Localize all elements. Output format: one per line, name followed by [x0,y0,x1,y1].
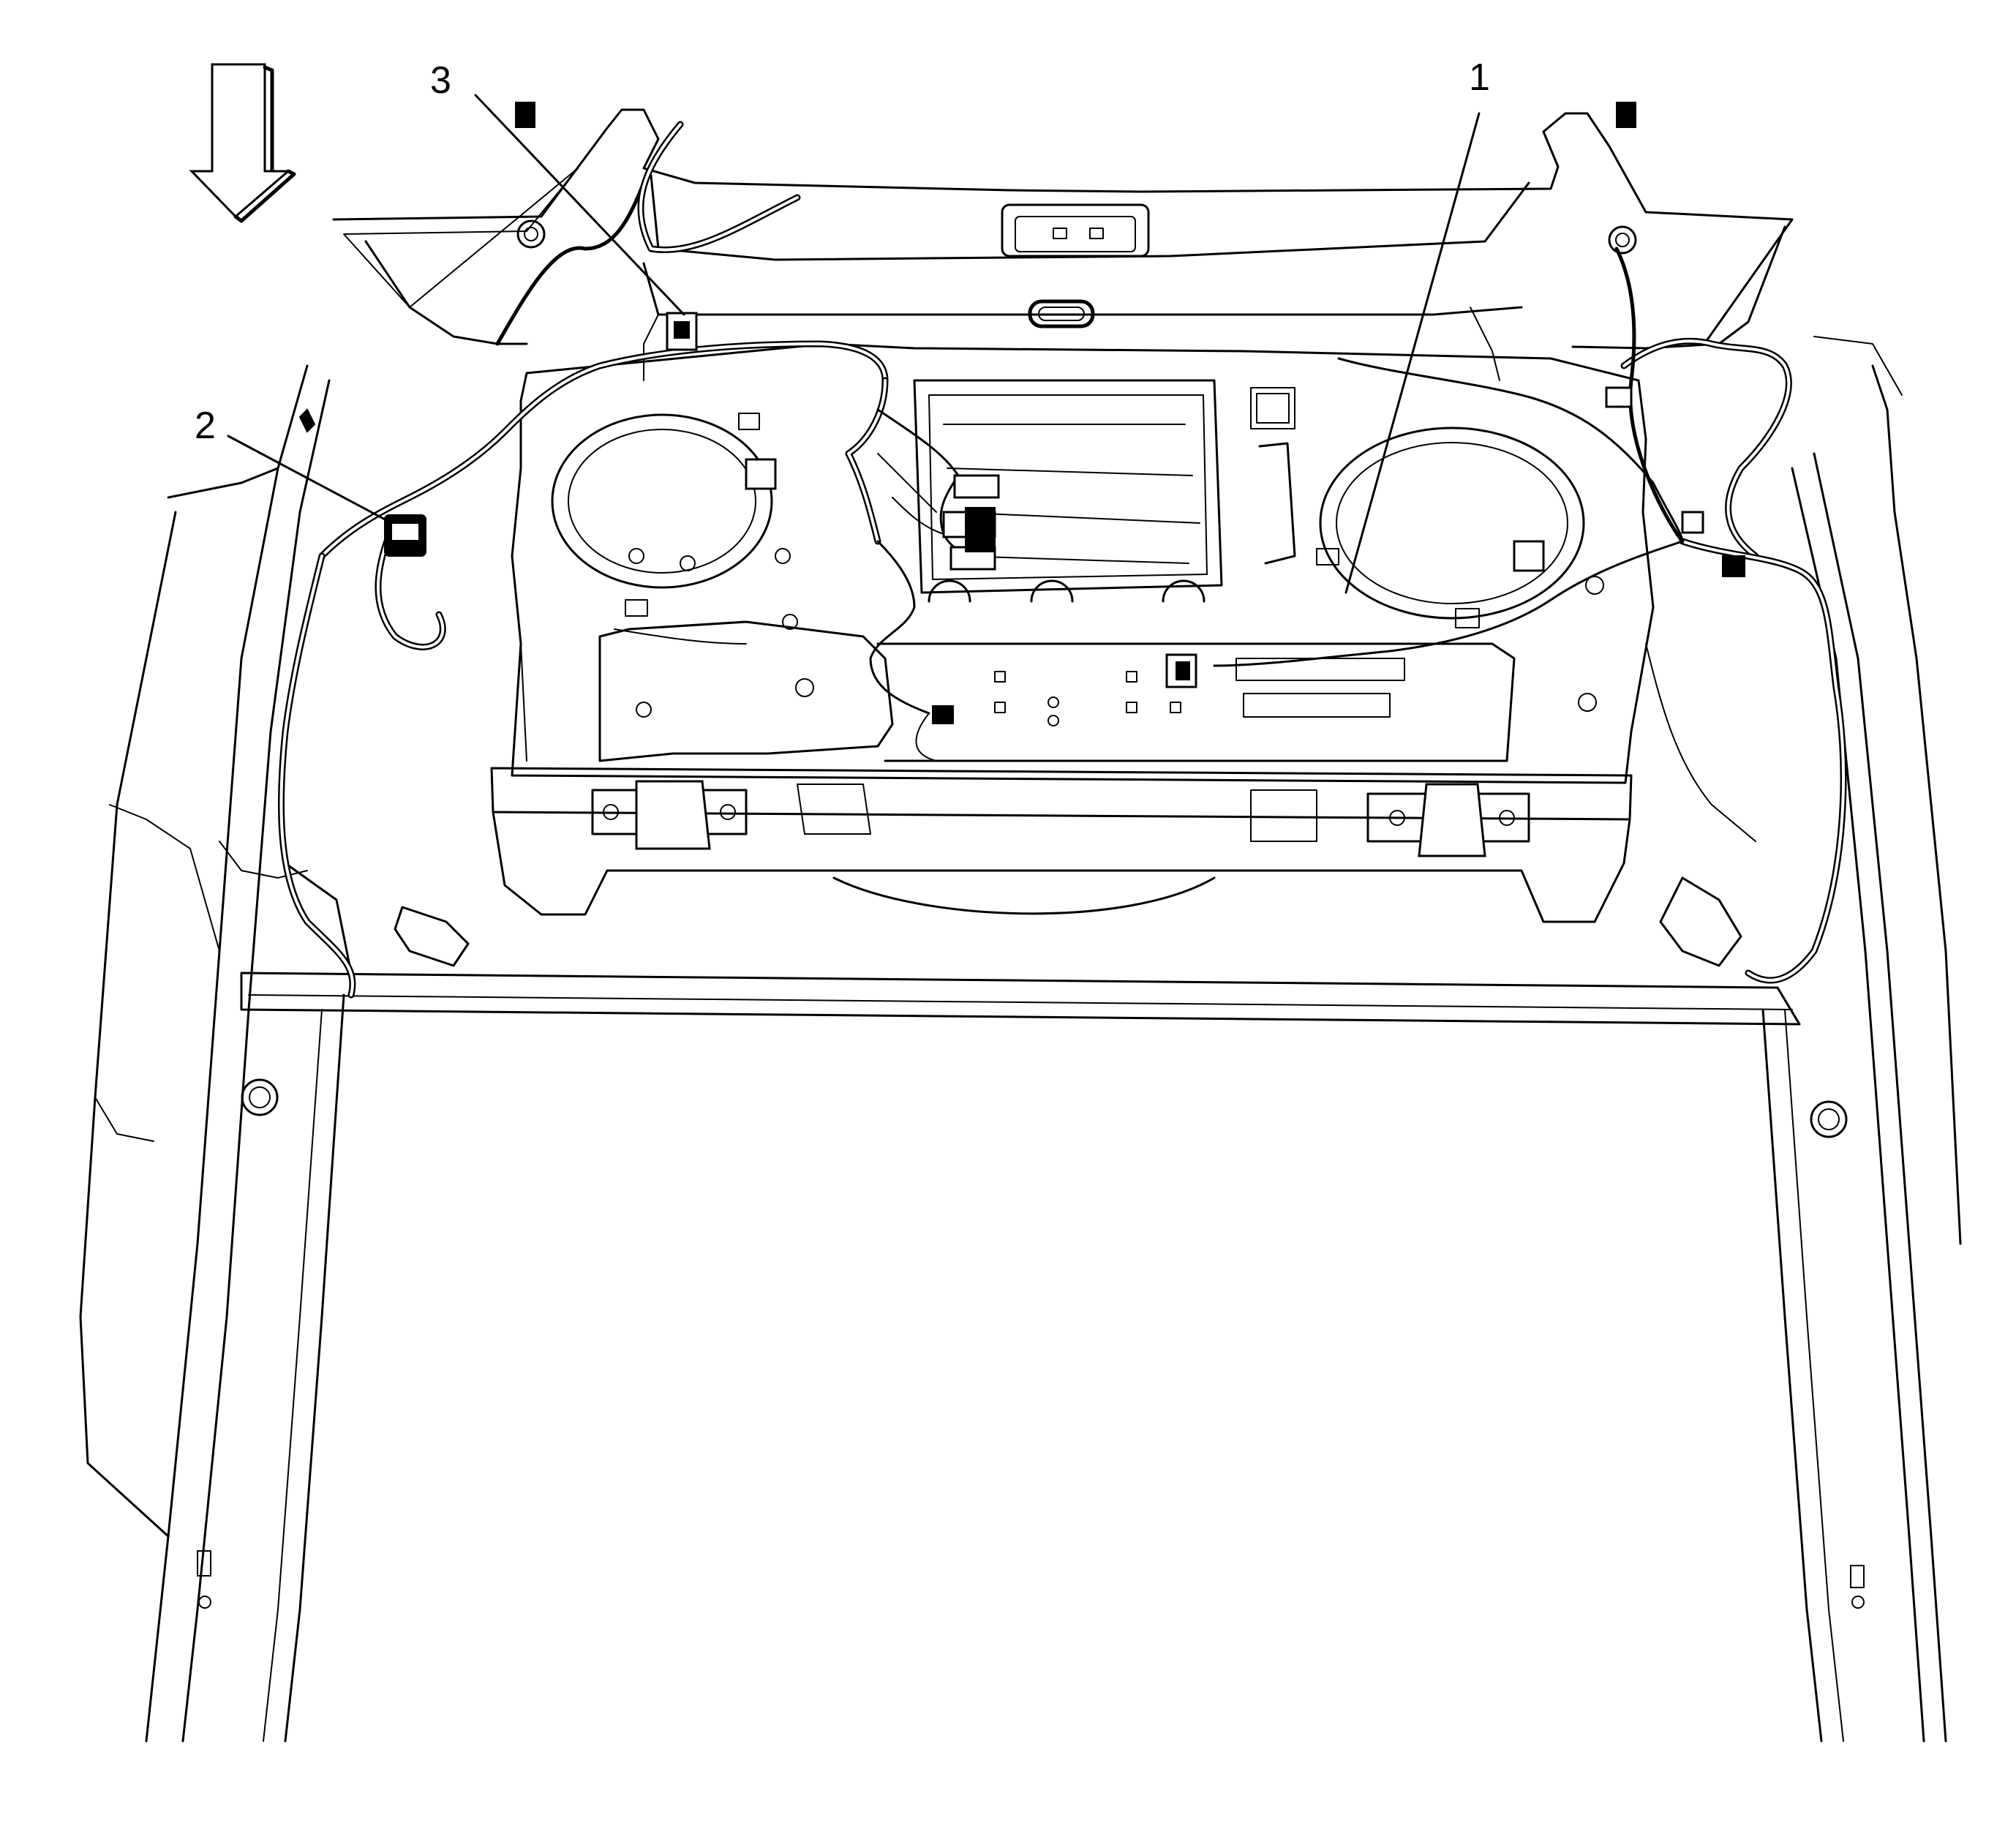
callout-label-1: 1 [1469,56,1490,99]
rear-panel [511,342,1655,784]
connectors [298,102,1745,724]
left-body-side [79,364,470,1743]
callout-leaders [227,94,1481,594]
leader-line-1 [1344,112,1481,594]
down-arrow-icon [189,63,296,223]
wiring-harness [277,121,1847,999]
right-body-side [1645,336,1962,1743]
leader-line-3 [474,94,685,316]
upper-shelf-outline [332,108,1794,381]
callout-label-3: 3 [430,59,451,102]
lower-cross-member [490,767,1633,923]
roof-header [240,972,1801,1026]
callout-label-2: 2 [195,405,216,447]
leader-line-2 [227,435,389,522]
